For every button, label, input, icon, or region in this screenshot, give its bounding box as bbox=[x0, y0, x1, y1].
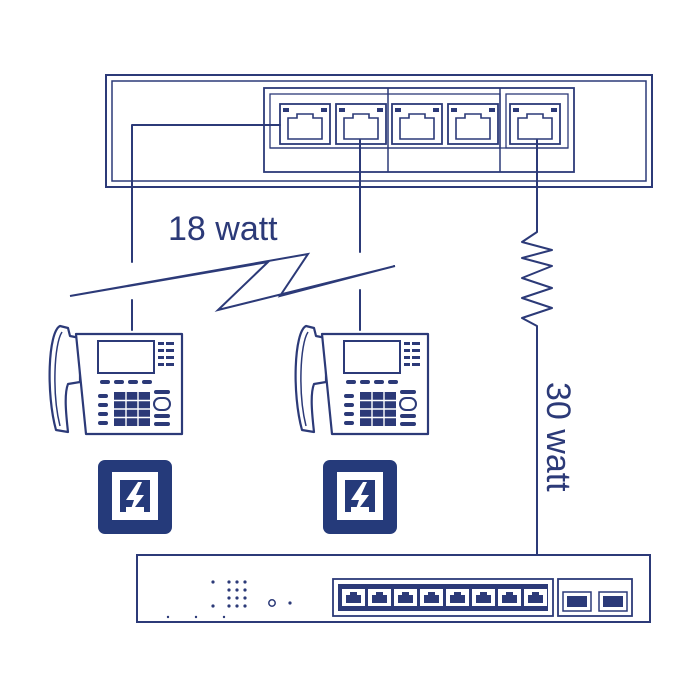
network-port bbox=[524, 589, 547, 606]
reset-button-icon bbox=[268, 599, 276, 607]
lightning-port-icon bbox=[98, 460, 172, 534]
sfp-port bbox=[598, 591, 628, 612]
ip-phone-icon bbox=[294, 324, 430, 436]
network-port bbox=[446, 589, 469, 606]
network-switch-icon bbox=[136, 554, 651, 623]
network-port bbox=[342, 589, 365, 606]
left-power-label: 18 watt bbox=[168, 210, 278, 248]
network-port bbox=[420, 589, 443, 606]
network-port bbox=[472, 589, 495, 606]
sfp-port bbox=[562, 591, 592, 612]
network-port bbox=[498, 589, 521, 606]
zigzag-cable-icon bbox=[521, 139, 553, 596]
lightning-port-icon bbox=[323, 460, 397, 534]
network-port bbox=[368, 589, 391, 606]
led-matrix bbox=[166, 580, 292, 619]
right-power-label: 30 watt bbox=[539, 382, 577, 492]
network-port bbox=[394, 589, 417, 606]
cable-phone-1 bbox=[131, 124, 281, 331]
ip-phone-icon bbox=[48, 324, 184, 436]
poe-switch-icon bbox=[105, 74, 653, 188]
lightning-bolt-icon bbox=[69, 252, 396, 312]
